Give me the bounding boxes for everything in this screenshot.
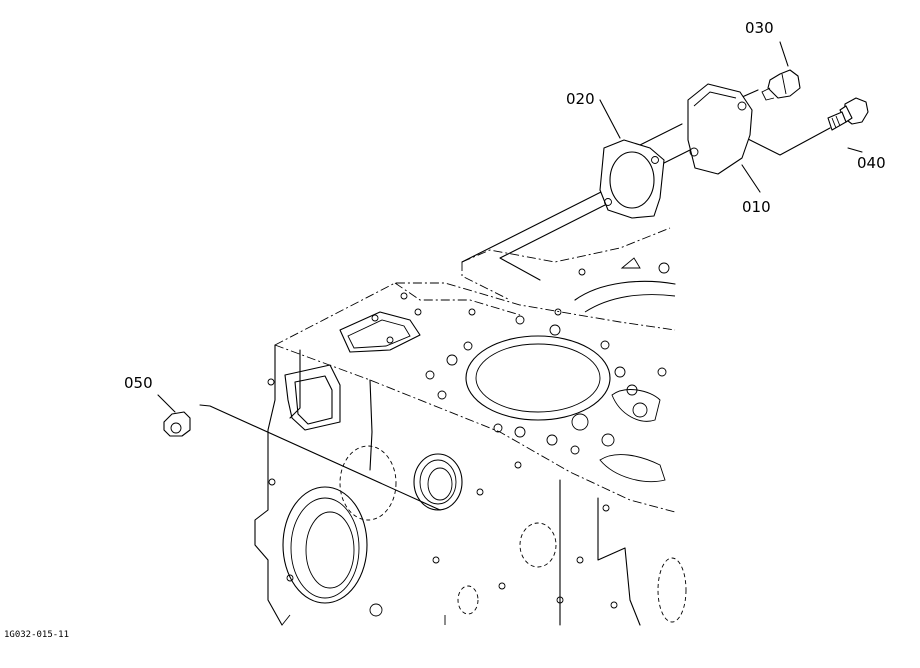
bolt-040 bbox=[827, 97, 869, 131]
deck-holes bbox=[425, 262, 670, 455]
callout-010: 010 bbox=[742, 198, 771, 216]
cover-plate-010 bbox=[687, 83, 753, 175]
callout-020: 020 bbox=[566, 90, 595, 108]
engine-block-drawing bbox=[254, 227, 687, 626]
callout-050: 050 bbox=[124, 374, 153, 392]
nut-050 bbox=[163, 411, 191, 437]
plug-bolt-030 bbox=[761, 69, 801, 101]
callout-040: 040 bbox=[857, 154, 886, 172]
callout-030: 030 bbox=[745, 19, 774, 37]
diagram-code: 1G032-015-11 bbox=[4, 630, 69, 640]
assembly-lines bbox=[157, 41, 863, 511]
gasket-020 bbox=[599, 139, 665, 219]
